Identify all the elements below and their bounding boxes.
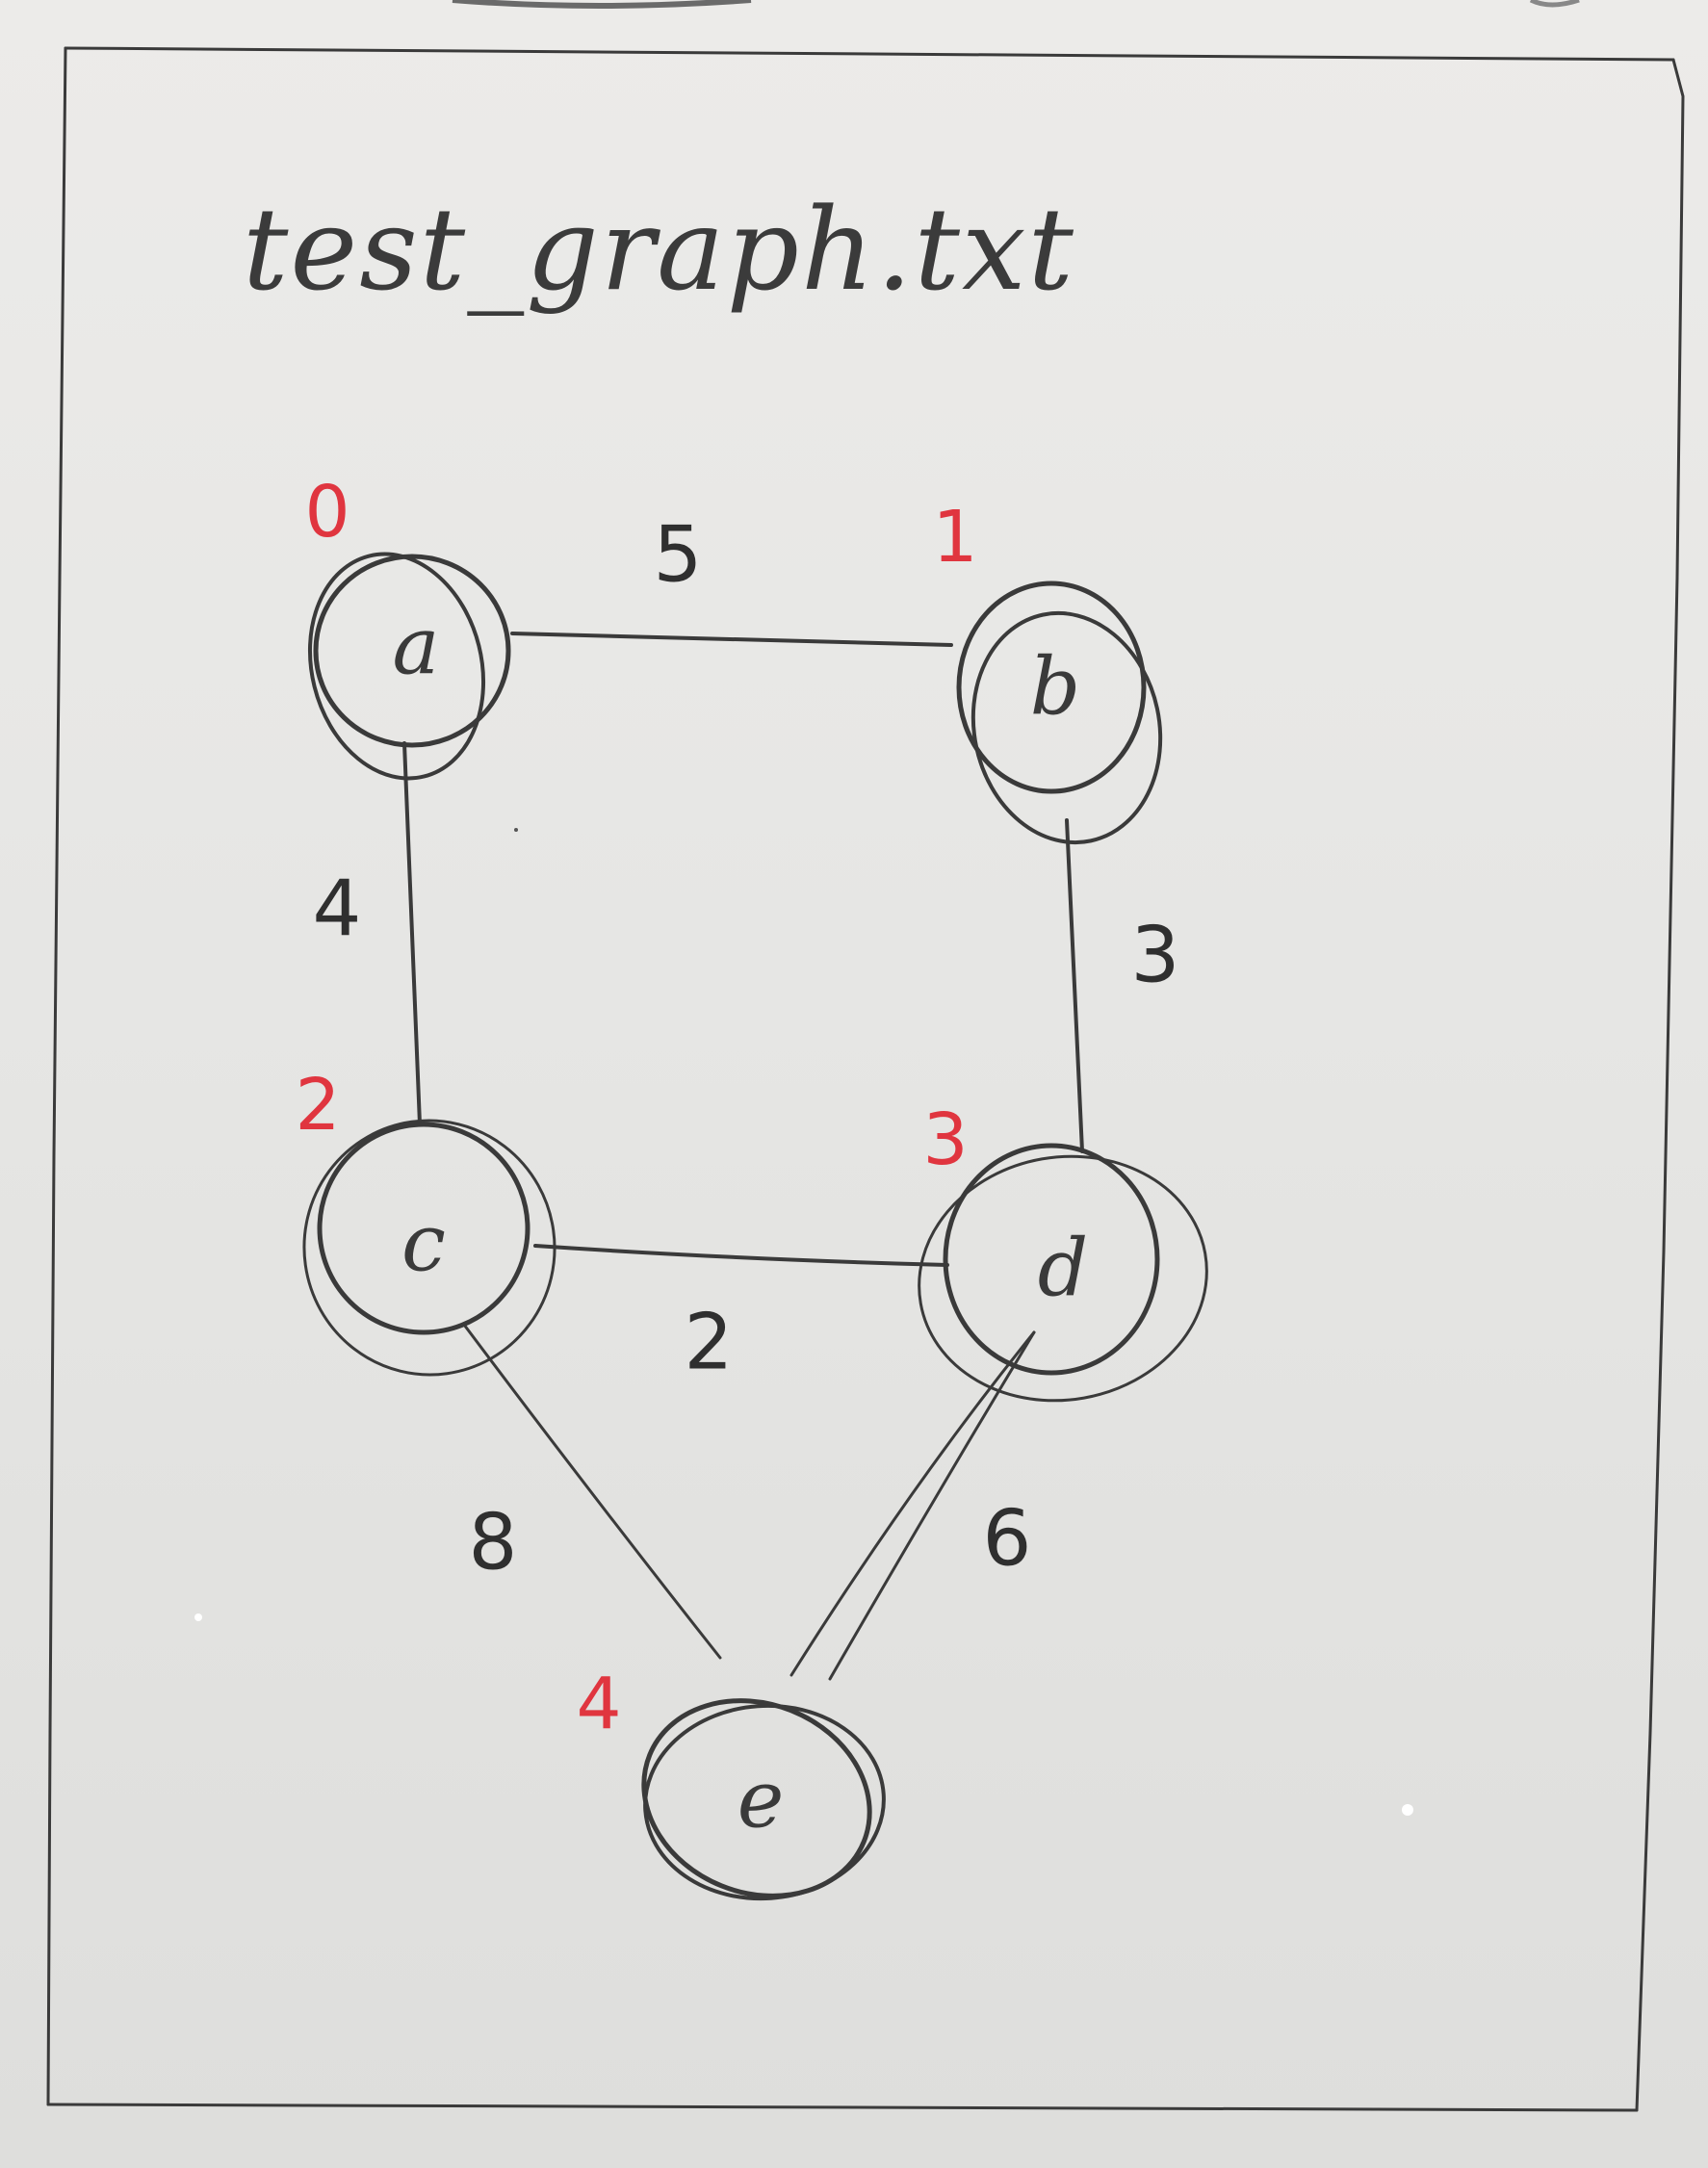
node-e-label: e: [738, 1755, 785, 1846]
node-d-index: 3: [922, 1098, 968, 1181]
node-e: e 4: [576, 1663, 886, 1901]
paper-speck: [1402, 1804, 1413, 1816]
node-a-index: 0: [304, 471, 349, 554]
node-b: b 1: [932, 496, 1163, 845]
edge-weight-a-b: 5: [654, 510, 703, 600]
binder-edge-right: [1529, 0, 1580, 8]
edge-a-c: [402, 741, 422, 1126]
edge-d-e: [789, 1330, 1036, 1677]
node-d-circle-sketch: [918, 1154, 1208, 1403]
node-a-circle-sketch: [307, 552, 486, 781]
edge-a-b: [510, 632, 953, 647]
diagram-title: test_graph.txt: [243, 183, 1075, 316]
node-a-circle: [313, 554, 511, 748]
edge-c-d: [533, 1244, 949, 1267]
node-e-index: 4: [576, 1663, 621, 1745]
edge-weight-d-e: 6: [983, 1494, 1032, 1584]
node-b-index: 1: [932, 496, 977, 579]
edge-weights: 5 4 3 2 8 6: [313, 510, 1180, 1587]
edge-weight-a-c: 4: [313, 865, 362, 954]
edge-weight-c-e: 8: [469, 1498, 518, 1587]
node-e-circle: [641, 1698, 872, 1898]
node-c-circle-sketch: [302, 1119, 556, 1377]
pencil-dot: [514, 828, 518, 832]
node-c-circle: [317, 1122, 531, 1335]
node-a-label: a: [393, 602, 440, 693]
frame-border: [46, 46, 1685, 2112]
binder-edge: [452, 0, 752, 9]
paper-speck: [194, 1613, 202, 1621]
node-b-circle: [956, 581, 1147, 794]
node-b-label: b: [1030, 642, 1081, 734]
edge-weight-b-d: 3: [1131, 911, 1180, 1000]
node-d-label: d: [1038, 1224, 1089, 1315]
edge-weight-c-d: 2: [685, 1298, 734, 1387]
edge-c-e: [462, 1323, 722, 1660]
edge-b-d: [1065, 818, 1084, 1153]
node-b-circle-sketch: [970, 610, 1163, 845]
node-d-circle: [943, 1143, 1160, 1376]
node-d: d 3: [918, 1098, 1208, 1403]
node-e-circle-sketch: [643, 1703, 886, 1901]
node-c-index: 2: [295, 1064, 340, 1147]
edge-d-e-sketch: [828, 1330, 1036, 1681]
edges: [402, 632, 1084, 1681]
node-a: a 0: [304, 471, 511, 781]
node-c: c 2: [295, 1064, 556, 1377]
node-c-label: c: [401, 1199, 446, 1290]
